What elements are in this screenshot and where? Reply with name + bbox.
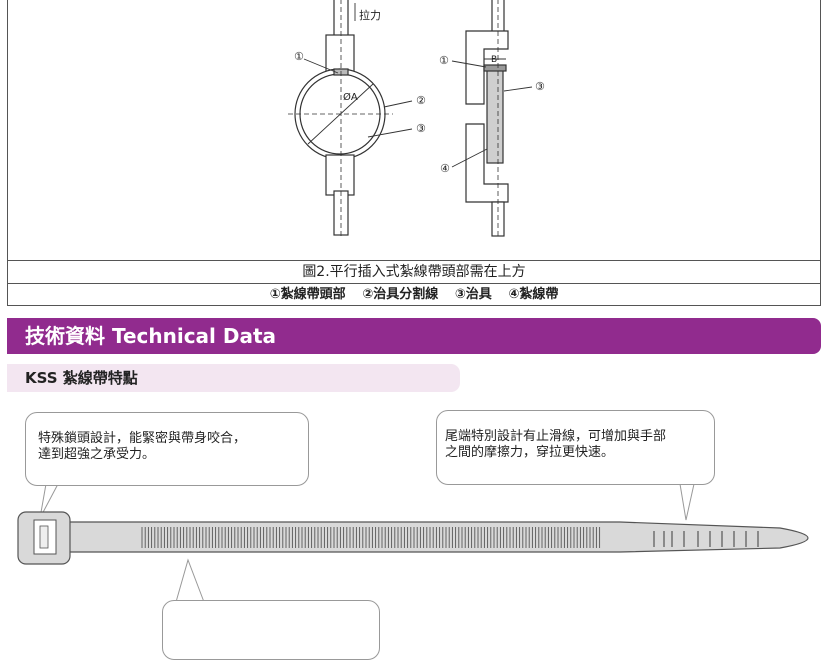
marker-1-right: ① xyxy=(439,54,449,67)
body-feature-callout xyxy=(162,600,380,660)
tail-callout-pointer xyxy=(679,483,695,521)
tie-head-pawl xyxy=(39,525,49,549)
right-tie-head xyxy=(483,64,507,72)
marker-2-left: ② xyxy=(416,94,426,107)
figure-legend: ①紮線帶頭部 ②治具分割線 ③治具 ④紮線帶 xyxy=(7,284,821,306)
marker-3-right: ③ xyxy=(535,80,545,93)
marker-3-left: ③ xyxy=(416,122,426,135)
figure-frame: 拉力 ØA B ① ② ③ ① ③ ④ xyxy=(7,0,821,261)
tail-feature-callout: 尾端特別設計有止滑線，可增加與手部 之間的摩擦力，穿拉更快速。 xyxy=(436,410,715,485)
legend-item: ①紮線帶頭部 xyxy=(269,287,346,302)
tail-grip-lines xyxy=(653,531,759,547)
marker-1-left: ① xyxy=(294,50,304,63)
tie-teeth xyxy=(141,527,601,548)
section-title: 技術資料 Technical Data xyxy=(7,318,821,354)
body-callout-pointer xyxy=(175,558,205,603)
right-top-jaw xyxy=(465,30,509,105)
cable-tie-illustration xyxy=(17,483,809,603)
legend-item: ②治具分割線 xyxy=(362,287,439,302)
diameter-label: ØA xyxy=(343,92,358,103)
marker-4-right: ④ xyxy=(440,162,450,175)
head-callout-line: 達到超強之承受力。 xyxy=(38,447,156,462)
legend-item: ③治具 xyxy=(454,287,492,302)
head-callout-line: 特殊鎖頭設計，能緊密與帶身咬合， xyxy=(38,431,247,446)
head-feature-callout: 特殊鎖頭設計，能緊密與帶身咬合， 達到超強之承受力。 xyxy=(25,412,309,486)
right-bottom-jaw xyxy=(465,123,509,203)
section-subtitle: KSS 紮線帶特點 xyxy=(7,364,460,392)
width-label: B xyxy=(491,55,498,65)
tail-callout-line: 尾端特別設計有止滑線，可增加與手部 xyxy=(445,429,667,444)
tail-callout-line: 之間的摩擦力，穿拉更快速。 xyxy=(445,445,615,460)
test-fixture-drawing xyxy=(288,0,533,239)
legend-item: ④紮線帶 xyxy=(508,287,559,302)
pull-label: 拉力 xyxy=(359,9,381,22)
tie-band xyxy=(67,521,809,553)
figure-caption: 圖2.平行插入式紮線帶頭部需在上方 xyxy=(7,261,821,284)
left-top-clamp xyxy=(325,34,355,76)
